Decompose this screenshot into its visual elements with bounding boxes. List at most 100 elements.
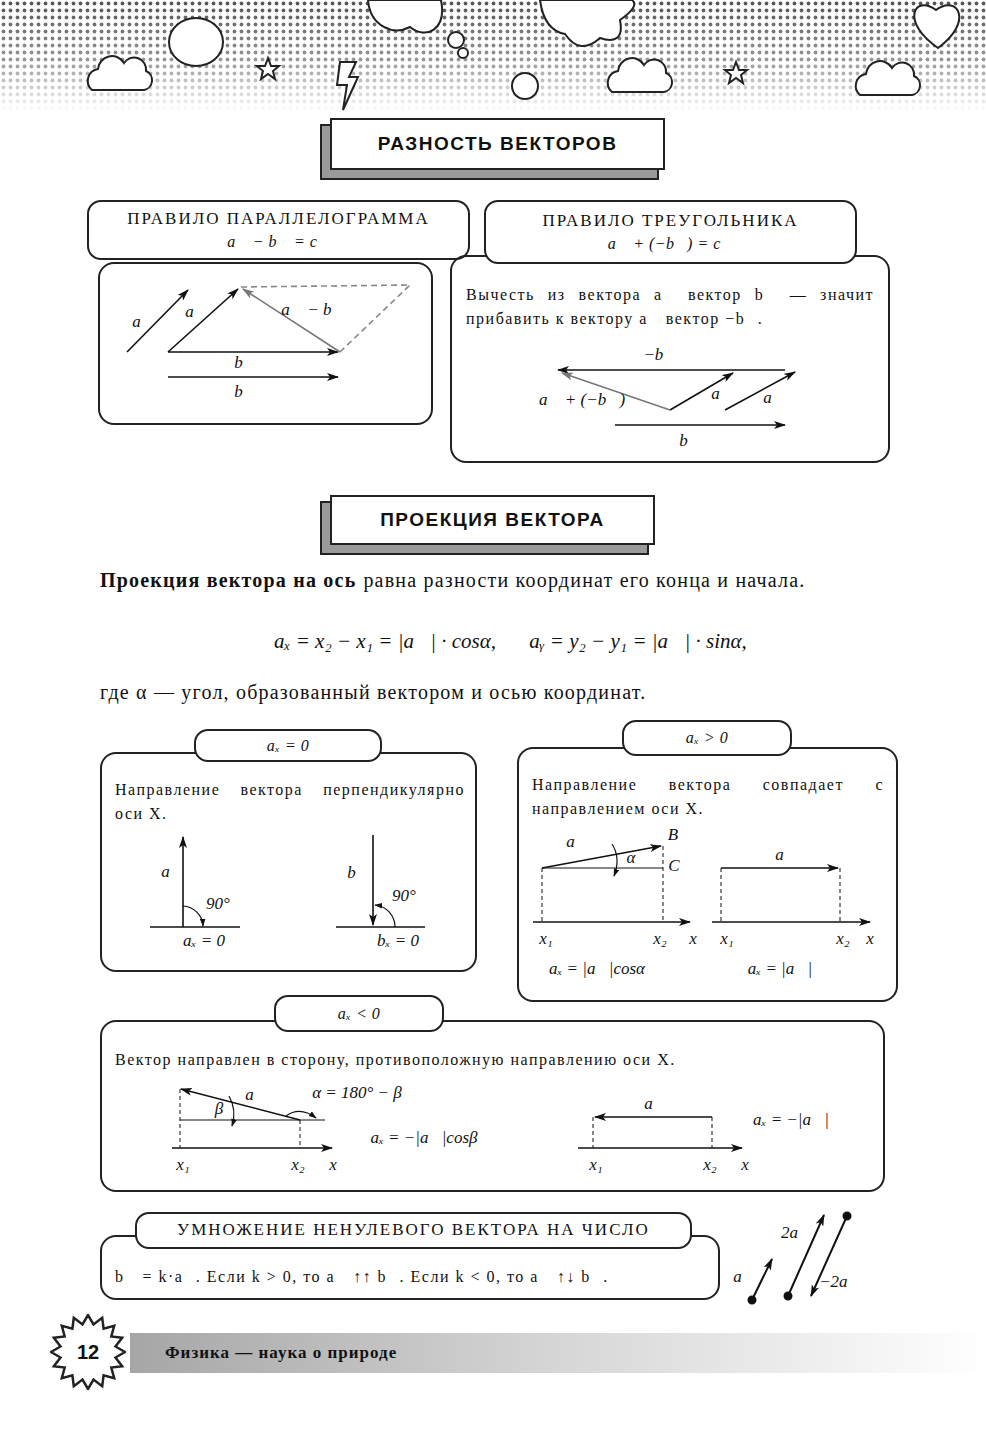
definition-text: равна разности координат его конца и нач… <box>363 569 805 591</box>
projection-formula: aᵧ = y₂ − y₁ = |a⃗| · sinα, <box>529 629 747 654</box>
heading-tab: aₓ > 0 <box>622 720 792 756</box>
page-number-burst: 12 <box>50 1314 126 1390</box>
perpendicular-figure <box>375 905 395 927</box>
heading-tab: УМНОЖЕНИЕ НЕНУЛЕВОГО ВЕКТОРА НА ЧИСЛО <box>135 1212 692 1249</box>
panel-heading: ПРАВИЛО ПАРАЛЛЕЛОГРАММА <box>127 208 430 231</box>
definition-text: Проекция вектора на ось <box>100 569 356 591</box>
math-label: a⃗ + (−b⃗) <box>539 390 625 410</box>
negative-projection-figure <box>180 1119 325 1120</box>
page-number: 12 <box>77 1341 99 1364</box>
math-label: x₁ <box>589 1155 602 1175</box>
panel-heading: УМНОЖЕНИЕ НЕНУЛЕВОГО ВЕКТОРА НА ЧИСЛО <box>177 1219 650 1242</box>
math-label: b⃗ <box>679 431 701 451</box>
negative-projection-figure <box>172 1147 332 1149</box>
negative-projection-figure <box>180 1089 181 1148</box>
panel-heading: ПРАВИЛО ТРЕУГОЛЬНИКА <box>542 210 798 233</box>
parallelogram-figure <box>127 285 410 377</box>
math-label: α = 180° − β <box>312 1083 402 1103</box>
panel-formula: a⃗ − b⃗ = c⃗ <box>227 231 330 253</box>
math-label: β <box>215 1099 223 1119</box>
positive-projection-figure <box>533 921 690 923</box>
math-label: x <box>689 929 697 949</box>
cartoon-shapes <box>88 0 959 110</box>
heading-tab: aₓ = 0 <box>194 729 382 762</box>
heading-tab: ПРАВИЛО ТРЕУГОЛЬНИКАa⃗ + (−b⃗) = c⃗ <box>484 200 857 264</box>
math-label: x₁ <box>176 1155 189 1175</box>
math-label: x₂ <box>653 929 666 949</box>
math-label: aₓ = −|a⃗| <box>753 1110 829 1130</box>
starburst-outline <box>51 1315 125 1389</box>
positive-projection-figure <box>840 868 841 922</box>
negative-projection-figure <box>593 1117 594 1148</box>
cartoon-shapes <box>608 58 672 92</box>
cartoon-shapes <box>914 5 959 48</box>
positive-projection-figure <box>612 844 617 876</box>
math-label: x <box>741 1155 749 1175</box>
section-title: РАЗНОСТЬ ВЕКТОРОВ <box>378 133 618 155</box>
math-label: −2a⃗ <box>819 1272 861 1292</box>
heading-tab: ПРАВИЛО ПАРАЛЛЕЛОГРАММАa⃗ − b⃗ = c⃗ <box>87 200 470 260</box>
math-label: aₓ = |a⃗| <box>748 959 812 979</box>
negative-projection-figure <box>712 1117 713 1148</box>
cartoon-shapes <box>169 18 223 66</box>
panel-text: b⃗ = k·a⃗. Если k > 0, то a⃗ ↑↑ b⃗. Если… <box>115 1265 710 1289</box>
panel-formula: aₓ > 0 <box>686 727 728 749</box>
negative-projection-figure <box>578 1147 742 1149</box>
positive-projection-figure <box>533 844 870 922</box>
perpendicular-figure <box>183 906 203 926</box>
rule-panel: ПРАВИЛО ПАРАЛЛЕЛОГРАММАa⃗ − b⃗ = c⃗ <box>98 262 433 425</box>
parallelogram-figure <box>168 376 338 378</box>
definition-paragraph: Проекция вектора на ось равна разности ко… <box>100 566 897 594</box>
cartoon-shapes <box>856 61 920 95</box>
triangle-figure <box>558 369 785 371</box>
math-label: x₁ <box>720 929 733 949</box>
math-label: α <box>627 848 636 868</box>
math-label: a⃗ <box>161 862 183 882</box>
positive-projection-figure <box>542 846 661 868</box>
math-label: a⃗ <box>711 384 733 404</box>
positive-projection-figure <box>663 846 664 922</box>
projection-formula: aₓ = x₂ − x₁ = |a⃗| · cosα, <box>274 629 496 654</box>
note-text: где α — угол, образованный вектором и ос… <box>100 681 646 704</box>
math-label: aₓ = |a⃗|cosα <box>549 959 645 979</box>
math-label: b⃗ <box>234 353 256 373</box>
math-label: a⃗ <box>733 1267 755 1287</box>
math-label: a⃗ <box>245 1085 267 1105</box>
math-label: a⃗ <box>185 302 207 322</box>
perpendicular-figure <box>372 835 374 925</box>
case-panel: aₓ = 0Направление вектора перпендику­ляр… <box>100 752 477 972</box>
math-label: a⃗ <box>775 845 797 865</box>
drawing-part <box>0 0 986 112</box>
heading-tab: aₓ < 0 <box>274 995 444 1032</box>
negative-projection-figure <box>286 1111 316 1118</box>
positive-projection-figure <box>721 867 838 869</box>
negative-projection-figure <box>181 1089 300 1120</box>
triangle-figure <box>725 372 795 410</box>
triangle-figure <box>670 373 733 410</box>
math-label: x <box>866 929 874 949</box>
positive-projection-figure <box>712 921 870 923</box>
panel-formula: aₓ = 0 <box>267 735 309 757</box>
math-label: a⃗ <box>644 1094 666 1114</box>
panel-text: Вычесть из вектора a⃗ вектор b⃗ — значит… <box>466 283 874 331</box>
cartoon-shapes <box>368 0 442 33</box>
positive-projection-figure <box>721 868 722 922</box>
perpendicular-figure <box>150 835 425 927</box>
parallelogram-figure <box>241 285 410 352</box>
math-label: x₂ <box>703 1155 716 1175</box>
math-label: a⃗ <box>566 832 588 852</box>
cartoon-shapes <box>88 56 152 90</box>
panel-formula: a⃗ + (−b⃗) = c⃗ <box>608 233 733 255</box>
scaled-vectors-figure <box>752 1259 772 1300</box>
scaled-vectors-figure <box>749 1297 756 1304</box>
positive-projection-figure <box>542 867 663 868</box>
cartoon-shapes <box>540 0 634 46</box>
negative-projection-figure <box>300 1120 301 1148</box>
footer-band: Физика — наука о природе <box>130 1333 986 1373</box>
perpendicular-figure <box>336 926 425 928</box>
parallelogram-figure <box>243 289 340 352</box>
triangle-figure <box>615 424 785 426</box>
math-label: bₓ = 0 <box>377 931 419 951</box>
math-label: 2a⃗ <box>781 1223 811 1243</box>
